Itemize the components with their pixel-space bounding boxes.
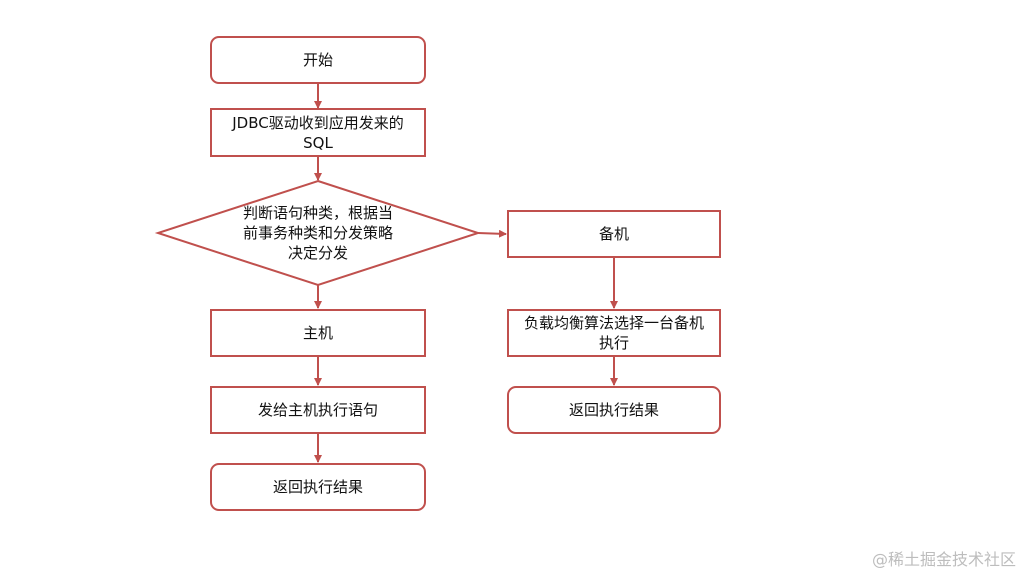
slave-return-node: 返回执行结果: [507, 386, 721, 434]
master-label: 主机: [302, 324, 333, 342]
slave-node: 备机: [507, 210, 721, 258]
slave-label: 备机: [598, 225, 629, 243]
slave-loadbalance-label: 负载均衡算法选择一台备机执行: [523, 314, 704, 352]
master-exec-label: 发给主机执行语句: [257, 401, 378, 419]
slave-return-label: 返回执行结果: [568, 401, 659, 419]
slave-loadbalance-node: 负载均衡算法选择一台备机执行: [507, 309, 721, 357]
master-return-node: 返回执行结果: [210, 463, 426, 511]
start-node: 开始: [210, 36, 426, 84]
master-node: 主机: [210, 309, 426, 357]
master-return-label: 返回执行结果: [272, 478, 363, 496]
decision-label: 判断语句种类，根据当前事务种类和分发策略决定分发: [242, 204, 393, 262]
arrow-decision-to-slave: [477, 229, 507, 238]
start-label: 开始: [302, 51, 333, 69]
decision-diamond: [154, 179, 482, 287]
jdbc-receive-node: JDBC驱动收到应用发来的SQL: [210, 108, 426, 157]
master-exec-node: 发给主机执行语句: [210, 386, 426, 434]
jdbc-receive-label: JDBC驱动收到应用发来的SQL: [232, 113, 404, 152]
watermark: @稀土掘金技术社区: [871, 550, 1016, 569]
